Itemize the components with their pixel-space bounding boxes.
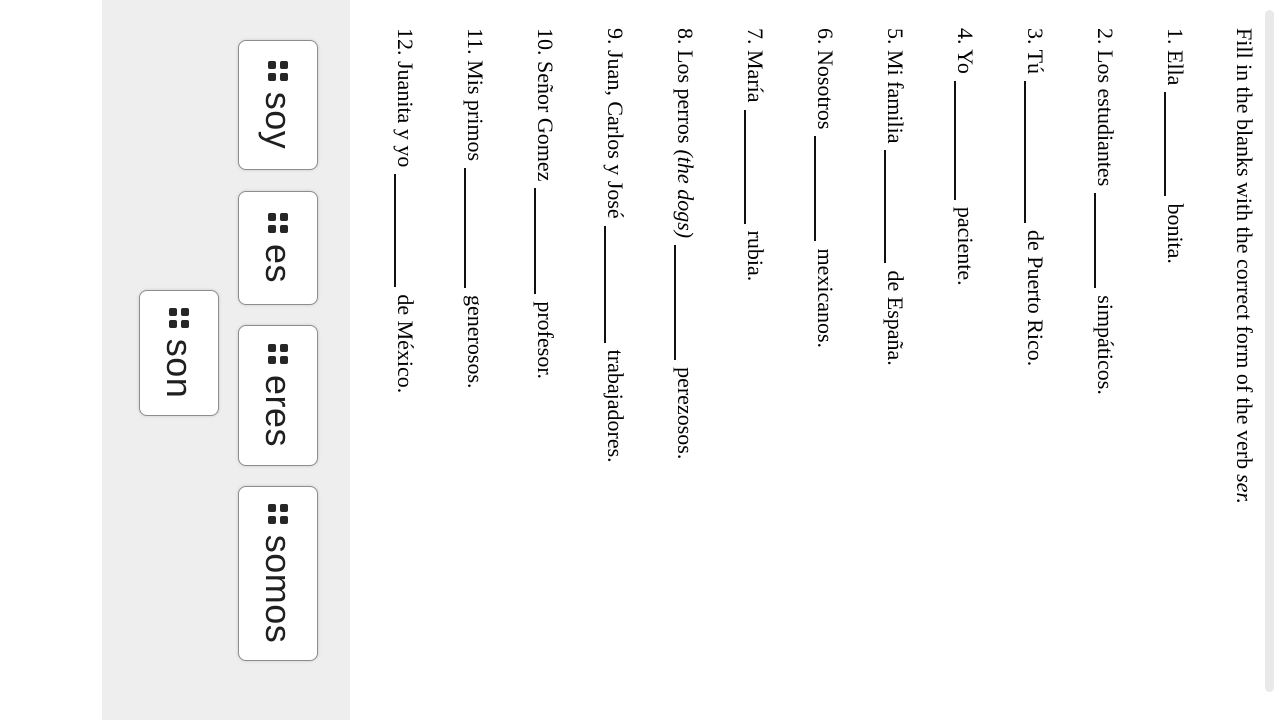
word-tile-es[interactable]: es: [238, 191, 318, 305]
item-text-after: generosos.: [463, 295, 488, 389]
word-tile-label: somos: [258, 534, 299, 644]
answer-blank[interactable]: [884, 150, 900, 264]
word-tile-label: soy: [258, 91, 299, 150]
item-text-after: paciente.: [953, 206, 978, 286]
exercise-item-7: 7. María rubia.: [742, 28, 768, 281]
exercise-item-1: 1. Ella bonita.: [1162, 28, 1188, 264]
item-text-after: perezosos.: [673, 367, 698, 460]
item-text-after: de Puerto Rico.: [1023, 230, 1048, 367]
scrollbar-thumb[interactable]: [1265, 10, 1274, 692]
word-bank-panel: soy es son eres somos: [102, 0, 350, 720]
title-verb-italic: ser.: [1232, 474, 1257, 505]
item-text-before: 5. Mi familia: [883, 28, 908, 144]
answer-blank[interactable]: [954, 80, 970, 200]
item-text-before: 8. Los perros: [673, 28, 698, 144]
exercise-item-10: 10. Señor Gomez profesor.: [532, 28, 558, 379]
item-text-before: 6. Nosotros: [813, 28, 838, 130]
item-text-after: mexicanos.: [813, 248, 838, 349]
item-text-after: de México.: [393, 294, 418, 394]
item-text-before: 12. Juanita y yo: [393, 28, 418, 168]
worksheet-title: Fill in the blanks with the correct form…: [1231, 28, 1257, 504]
item-text-before: 3. Tú: [1023, 28, 1048, 75]
item-text-before: 11. Mis primos: [463, 28, 488, 162]
answer-blank[interactable]: [814, 136, 830, 242]
answer-blank[interactable]: [604, 225, 620, 343]
exercise-item-6: 6. Nosotros mexicanos.: [812, 28, 838, 348]
answer-blank[interactable]: [464, 168, 480, 289]
item-text-before: 2. Los estudiantes: [1093, 28, 1118, 187]
drag-handle-icon: [268, 343, 288, 364]
drag-handle-icon: [268, 212, 288, 233]
word-tile-label: es: [258, 243, 299, 284]
exercise-item-8: 8. Los perros (the dogs) perezosos.: [672, 28, 698, 459]
item-text-before: 7. María: [743, 28, 768, 103]
exercise-item-11: 11. Mis primos generosos.: [462, 28, 488, 389]
exercise-item-12: 12. Juanita y yo de México.: [392, 28, 418, 393]
item-text-before: 4. Yo: [953, 28, 978, 74]
item-text-before: 9. Juan, Carlos y José: [603, 28, 628, 219]
item-text-after: de España.: [883, 270, 908, 366]
exercise-item-5: 5. Mi familia de España.: [882, 28, 908, 366]
item-text-after: simpáticos.: [1093, 295, 1118, 395]
exercise-item-4: 4. Yo paciente.: [952, 28, 978, 286]
item-text-after: profesor.: [533, 301, 558, 379]
answer-blank[interactable]: [534, 188, 550, 295]
exercise-item-9: 9. Juan, Carlos y José trabajadores.: [602, 28, 628, 463]
word-tile-son[interactable]: son: [139, 290, 219, 416]
answer-blank[interactable]: [394, 174, 410, 288]
item-note-italic: (the dogs): [673, 149, 698, 239]
exercise-item-2: 2. Los estudiantes simpáticos.: [1092, 28, 1118, 395]
word-tile-soy[interactable]: soy: [238, 40, 318, 170]
item-text-after: trabajadores.: [603, 349, 628, 463]
word-tile-label: son: [159, 338, 200, 399]
answer-blank[interactable]: [1024, 81, 1040, 224]
word-tile-label: eres: [258, 374, 299, 448]
answer-blank[interactable]: [1164, 92, 1180, 197]
answer-blank[interactable]: [744, 109, 760, 224]
drag-handle-icon: [268, 503, 288, 524]
word-tile-eres[interactable]: eres: [238, 325, 318, 466]
exercise-item-3: 3. Tú de Puerto Rico.: [1022, 28, 1048, 366]
item-text-before: 1. Ella: [1163, 28, 1188, 86]
answer-blank[interactable]: [1094, 193, 1110, 289]
title-text: Fill in the blanks with the correct form…: [1232, 28, 1257, 470]
item-text-before: 10. Señor Gomez: [533, 28, 558, 182]
word-tile-somos[interactable]: somos: [238, 486, 318, 661]
answer-blank[interactable]: [674, 245, 690, 361]
item-text-after: bonita.: [1163, 203, 1188, 264]
item-text-after: rubia.: [743, 230, 768, 282]
drag-handle-icon: [169, 307, 189, 328]
drag-handle-icon: [268, 60, 288, 81]
